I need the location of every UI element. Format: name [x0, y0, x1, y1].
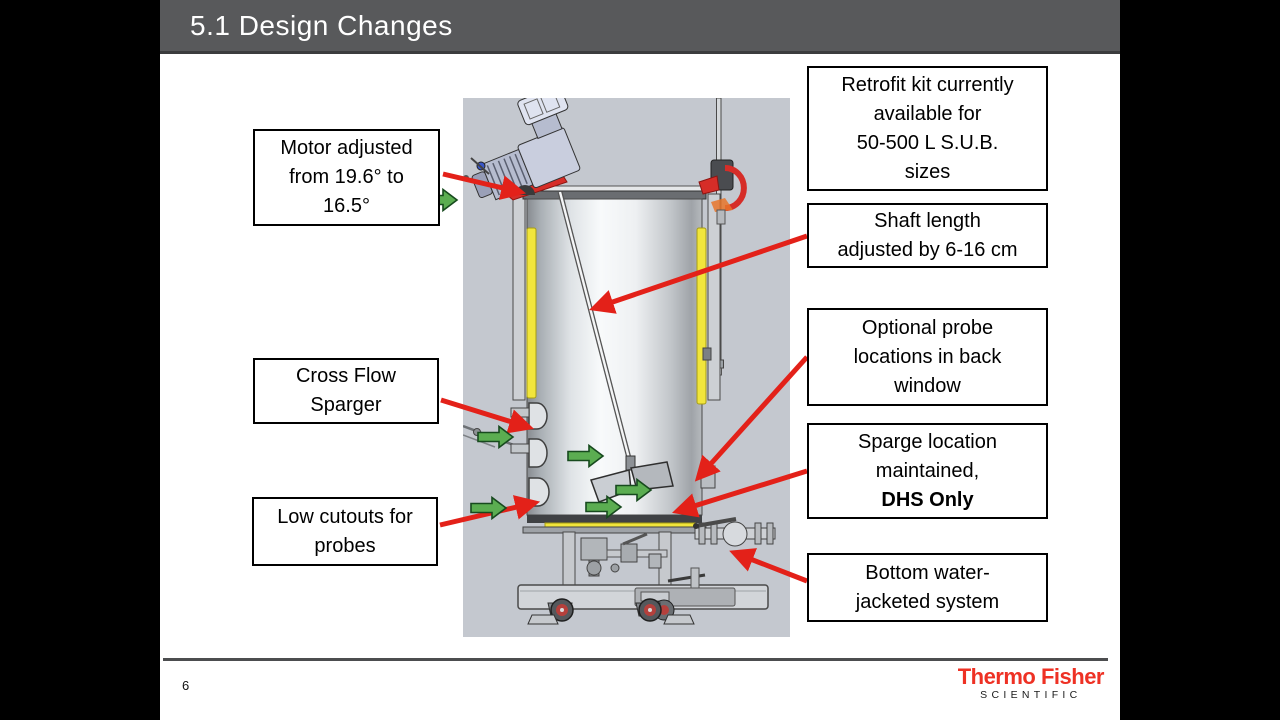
callout-bottom-water-jacket: Bottom water- jacketed system — [807, 553, 1048, 622]
water-jacket-valve — [690, 517, 776, 589]
bioreactor-render — [462, 85, 776, 625]
page-title: 5.1 Design Changes — [190, 9, 453, 41]
agitator-shaft — [557, 191, 634, 467]
callout-sparge-bold-text: DHS Only — [881, 488, 974, 511]
slide-title-bar: 5.1 Design Changes — [160, 0, 1120, 54]
under-tank-fittings — [562, 531, 672, 586]
logo-brand-text: Thermo Fisher — [957, 664, 1105, 689]
slide: 5.1 Design Changes — [160, 0, 1120, 720]
page-number: 6 — [182, 678, 190, 693]
bioreactor-diagram — [462, 85, 790, 637]
fill-port-handle — [698, 159, 747, 225]
callout-probe-locations: Optional probe locations in back window — [807, 308, 1048, 406]
footer-divider — [163, 658, 1108, 661]
caster-wheel — [635, 598, 695, 625]
caster-wheel — [527, 598, 574, 625]
callout-sparge-text: Sparge location maintained, — [858, 430, 997, 482]
callout-retrofit-kit: Retrofit kit currently available for 50-… — [807, 66, 1048, 191]
probe-cutouts — [510, 402, 550, 507]
callout-sparge-location: Sparge location maintained, DHS Only — [807, 423, 1048, 519]
logo-subbrand-text: SCIENTIFIC — [980, 689, 1082, 701]
thermo-fisher-logo: Thermo Fisher SCIENTIFIC — [957, 664, 1105, 701]
callout-low-cutouts: Low cutouts for probes — [252, 497, 438, 566]
callout-cross-flow-sparger: Cross Flow Sparger — [253, 358, 439, 424]
callout-motor-angle: Motor adjusted from 19.6° to 16.5° — [253, 129, 440, 226]
callout-shaft-length: Shaft length adjusted by 6-16 cm — [807, 203, 1048, 268]
bottom-seal-strip — [544, 522, 696, 528]
